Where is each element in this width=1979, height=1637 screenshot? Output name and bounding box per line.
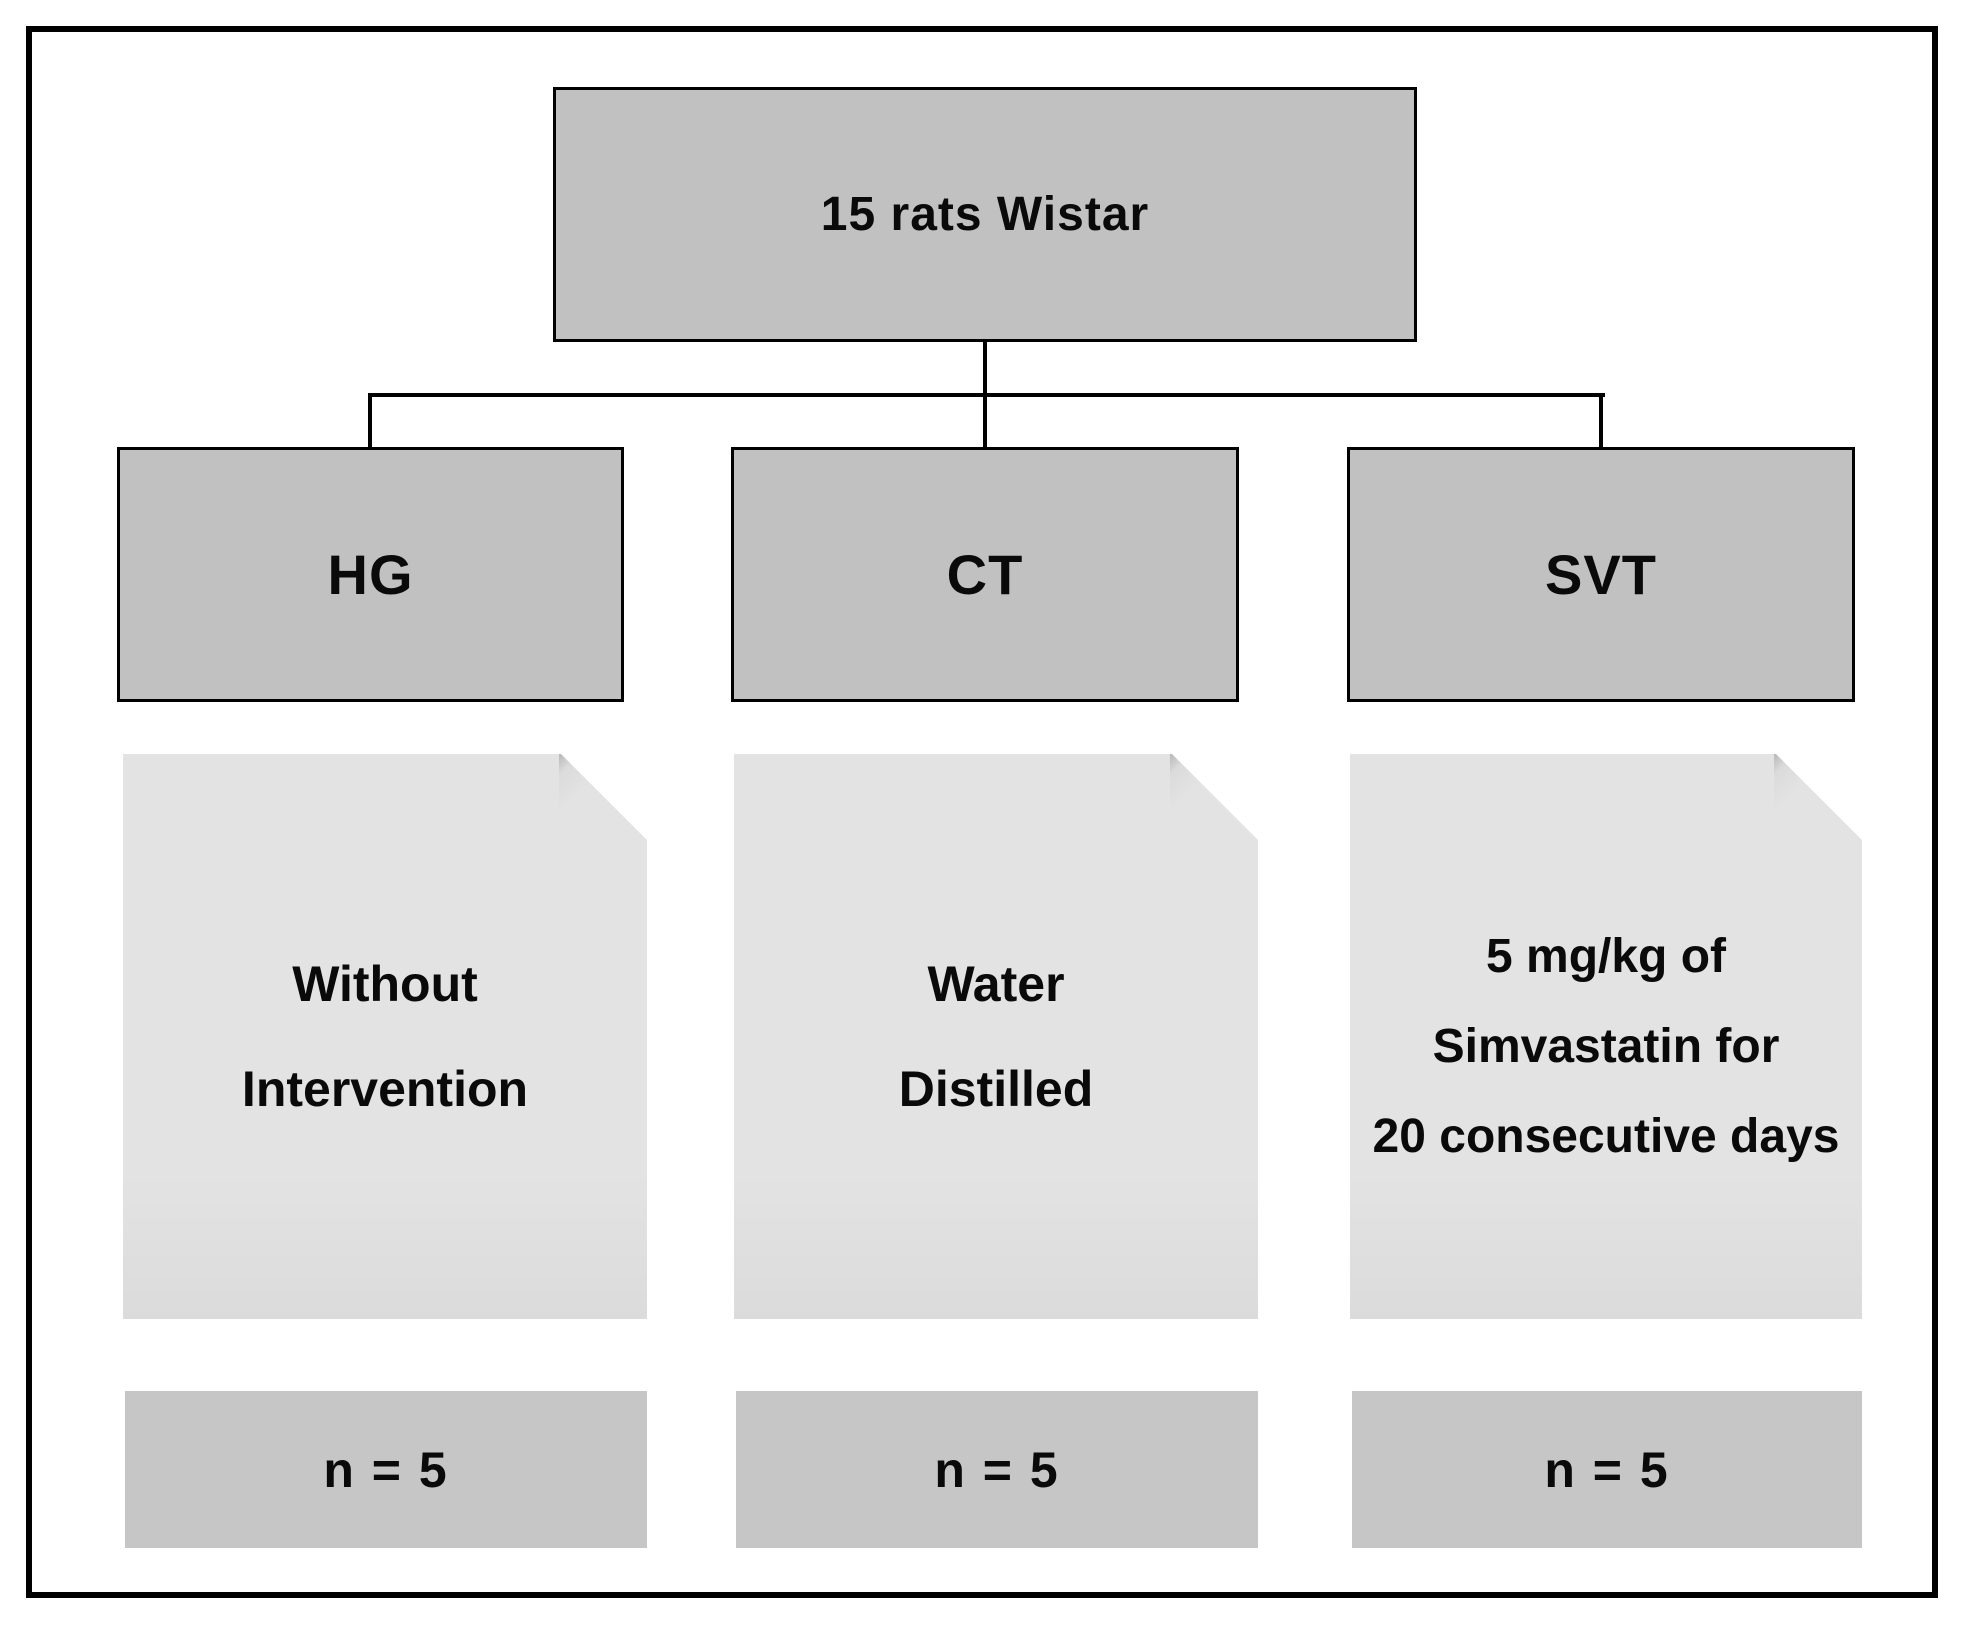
group-node-hg: HG: [117, 447, 624, 702]
group-node-ct-label: CT: [946, 543, 1024, 606]
treatment-note-svt-line-1: 5 mg/kg of: [1485, 929, 1727, 983]
count-node-hg-label: n = 5: [323, 1441, 449, 1498]
connector-drop-svt: [1599, 395, 1603, 447]
count-node-svt-label: n = 5: [1544, 1441, 1670, 1498]
connector-drop-hg: [368, 395, 372, 447]
treatment-note-hg-line-2: Intervention: [241, 1060, 529, 1117]
count-node-hg: n = 5: [125, 1391, 647, 1548]
connector-root-stub: [983, 342, 987, 395]
treatment-note-svt-line-3: 20 consecutive days: [1372, 1109, 1840, 1163]
group-node-hg-label: HG: [327, 543, 414, 606]
group-node-ct: CT: [731, 447, 1239, 702]
root-node-label: 15 rats Wistar: [820, 188, 1150, 241]
treatment-note-svt: 5 mg/kg of Simvastatin for 20 consecutiv…: [1350, 754, 1862, 1319]
group-node-svt: SVT: [1347, 447, 1855, 702]
root-node-total-rats: 15 rats Wistar: [553, 87, 1417, 342]
treatment-note-hg-line-1: Without: [292, 955, 478, 1012]
connector-drop-ct: [983, 395, 987, 448]
treatment-note-ct: Water Distilled: [734, 754, 1258, 1319]
count-node-ct: n = 5: [736, 1391, 1258, 1548]
count-node-svt: n = 5: [1352, 1391, 1862, 1548]
treatment-note-ct-line-2: Distilled: [898, 1060, 1094, 1117]
count-node-ct-label: n = 5: [934, 1441, 1060, 1498]
treatment-note-ct-line-1: Water: [927, 955, 1065, 1012]
group-node-svt-label: SVT: [1545, 543, 1657, 606]
treatment-note-hg: Without Intervention: [123, 754, 647, 1319]
treatment-note-svt-line-2: Simvastatin for: [1432, 1019, 1780, 1073]
